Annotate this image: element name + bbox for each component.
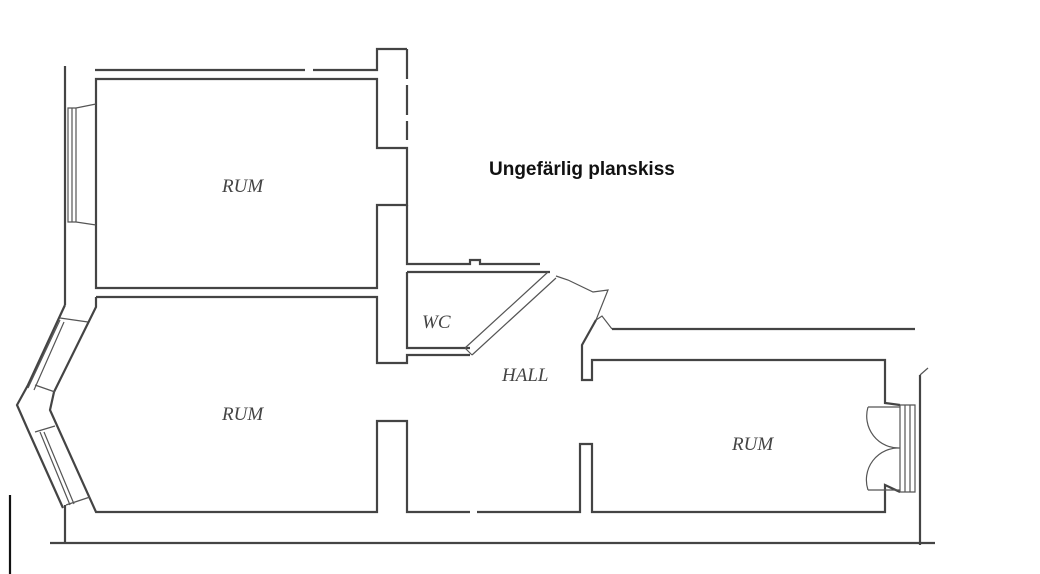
room-label-right: RUM bbox=[731, 434, 774, 455]
lower-room-walls bbox=[15, 295, 901, 514]
right-window-doors bbox=[865, 367, 929, 493]
wc-walls bbox=[405, 270, 557, 356]
outer-walls bbox=[8, 47, 935, 574]
room-label-wc: WC bbox=[422, 312, 451, 333]
upper-window bbox=[67, 103, 97, 226]
room-label-hall: HALL bbox=[501, 365, 548, 386]
room-label-upper: RUM bbox=[221, 176, 264, 197]
hall-walls bbox=[555, 275, 915, 407]
plan-title: Ungefärlig planskiss bbox=[489, 159, 675, 180]
room-label-lower: RUM bbox=[221, 404, 264, 425]
